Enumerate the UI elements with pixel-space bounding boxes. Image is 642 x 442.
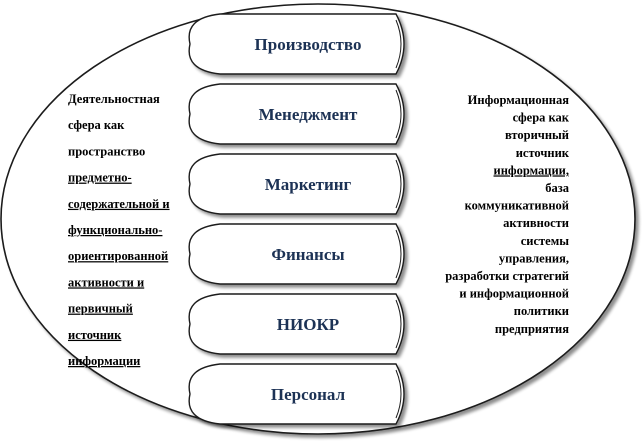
function-label-personnel: Персонал [271,385,346,404]
left-text-line: информации [68,354,140,368]
band-shape [188,363,405,425]
band-management: Менеджмент [188,83,405,145]
band-personnel: Персонал [188,363,405,425]
band-shape [188,293,405,355]
left-text-line: предметно- [68,171,132,185]
outer-ellipse [0,3,636,435]
left-text-line: функционально- [68,223,162,237]
band-curl [395,229,402,279]
right-text-line: разработки стратегий [445,269,569,283]
band-rnd: НИОКР [188,293,405,355]
band-finance: Финансы [188,223,405,285]
right-text-line: Информационная [468,93,570,107]
left-text-line: пространство [68,144,145,158]
function-label-marketing: Маркетинг [265,175,352,194]
left-text-line: активности и [68,275,144,289]
right-description: Информационная сфера как вторичный источник… [445,93,570,336]
band-curl [395,369,402,419]
right-text-line: информации, [494,163,569,177]
function-label-rnd: НИОКР [277,315,339,334]
band-shape [188,153,405,215]
left-text-line: содержательной и [68,197,170,211]
right-text-line: управления, [499,251,569,265]
function-bands: ПроизводствоМенеджментМаркетингФинансыНИ… [188,13,405,425]
right-text-line: и информационной [459,287,569,301]
right-text-line: коммуникативной [465,199,569,213]
left-text-line: сфера как [68,118,125,132]
band-shape [188,13,405,75]
left-text-line: источник [68,328,122,342]
band-shape [188,83,405,145]
right-text-line: источник [516,146,570,160]
left-text-line: Деятельностная [68,92,160,106]
right-text-line: вторичный [505,128,569,142]
band-curl [395,159,402,209]
right-text-line: активности [503,216,569,230]
function-label-production: Производство [255,35,362,54]
left-text-line: первичный [68,302,133,316]
left-description: Деятельностная сфера как пространство предм… [68,92,170,368]
right-text-line: политики [514,304,569,318]
right-text-line: системы [521,234,570,248]
band-marketing: Маркетинг [188,153,405,215]
band-production: Производство [188,13,405,75]
function-label-management: Менеджмент [259,105,358,124]
right-text-line: сфера как [513,111,570,125]
band-curl [395,19,402,69]
band-curl [395,89,402,139]
right-text-line: предприятия [495,322,569,336]
band-shape [188,223,405,285]
left-text-line: ориентированной [68,249,168,263]
function-label-finance: Финансы [271,245,344,264]
band-curl [395,299,402,349]
right-text-line: база [545,181,570,195]
